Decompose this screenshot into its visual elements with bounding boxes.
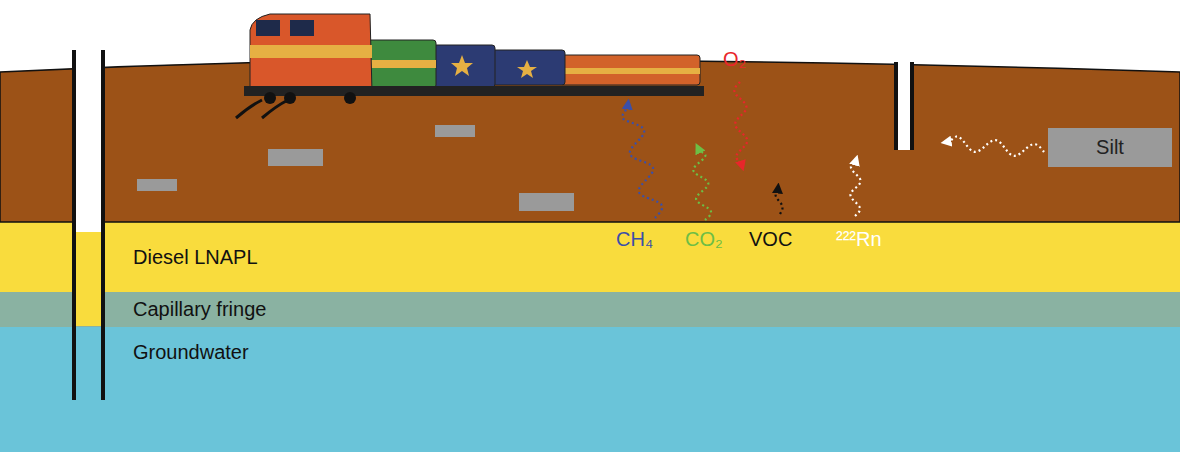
gas-flux-arrows bbox=[622, 82, 1044, 220]
rail-car bbox=[368, 40, 436, 88]
rail-car bbox=[490, 50, 565, 85]
layer-band: Groundwater bbox=[0, 327, 1180, 397]
species-label: CH₄ bbox=[616, 228, 653, 251]
well-product bbox=[75, 232, 102, 326]
rail-car bbox=[430, 45, 495, 87]
gas-flux-arrow bbox=[622, 104, 662, 218]
well-wall bbox=[72, 50, 76, 400]
gas-flux-arrow bbox=[850, 160, 860, 216]
silt-lens bbox=[519, 193, 574, 211]
lnapl-fill bbox=[0, 222, 1180, 292]
rail-car bbox=[560, 55, 700, 85]
layer-label: Capillary fringe bbox=[133, 298, 266, 321]
cab-window bbox=[256, 20, 280, 36]
species-label: VOC bbox=[749, 228, 792, 251]
well-casing bbox=[75, 50, 102, 232]
locomotive bbox=[250, 14, 372, 92]
well-wall bbox=[101, 50, 105, 400]
gas-probe bbox=[897, 62, 911, 150]
box-label: Silt bbox=[1096, 136, 1124, 159]
layer-label: Diesel LNAPL bbox=[133, 246, 258, 269]
species-label: CO₂ bbox=[685, 228, 723, 251]
silt-lens bbox=[268, 149, 323, 166]
silt-box: Silt bbox=[1048, 128, 1172, 167]
gas-flux-arrow bbox=[946, 136, 1044, 155]
gas-flux-arrow bbox=[693, 148, 711, 220]
wheel bbox=[264, 92, 276, 104]
species-label: ²²²Rn bbox=[836, 228, 882, 251]
car-stripe bbox=[560, 68, 700, 74]
layer-label: Groundwater bbox=[133, 341, 249, 364]
gas-flux-arrow bbox=[776, 188, 783, 214]
cab-window bbox=[290, 20, 314, 36]
gas-flux-arrow bbox=[734, 82, 747, 166]
silt-lens bbox=[435, 125, 475, 137]
silt-lens bbox=[137, 179, 177, 191]
wheel bbox=[344, 92, 356, 104]
layer-band: Capillary fringe bbox=[0, 292, 1180, 327]
train bbox=[236, 14, 704, 118]
probe-wall bbox=[894, 62, 898, 150]
undercarriage bbox=[244, 86, 704, 96]
star bbox=[451, 55, 473, 76]
capillary-fill bbox=[0, 292, 1180, 327]
locomotive-stripe bbox=[250, 45, 372, 58]
star bbox=[517, 60, 537, 78]
probe-wall bbox=[910, 62, 914, 150]
coupler bbox=[236, 100, 288, 118]
groundwater-fill bbox=[0, 327, 1180, 452]
layer-band: Diesel LNAPL bbox=[0, 222, 1180, 292]
species-label: O₂ bbox=[723, 48, 746, 71]
car-stripe bbox=[368, 60, 436, 68]
